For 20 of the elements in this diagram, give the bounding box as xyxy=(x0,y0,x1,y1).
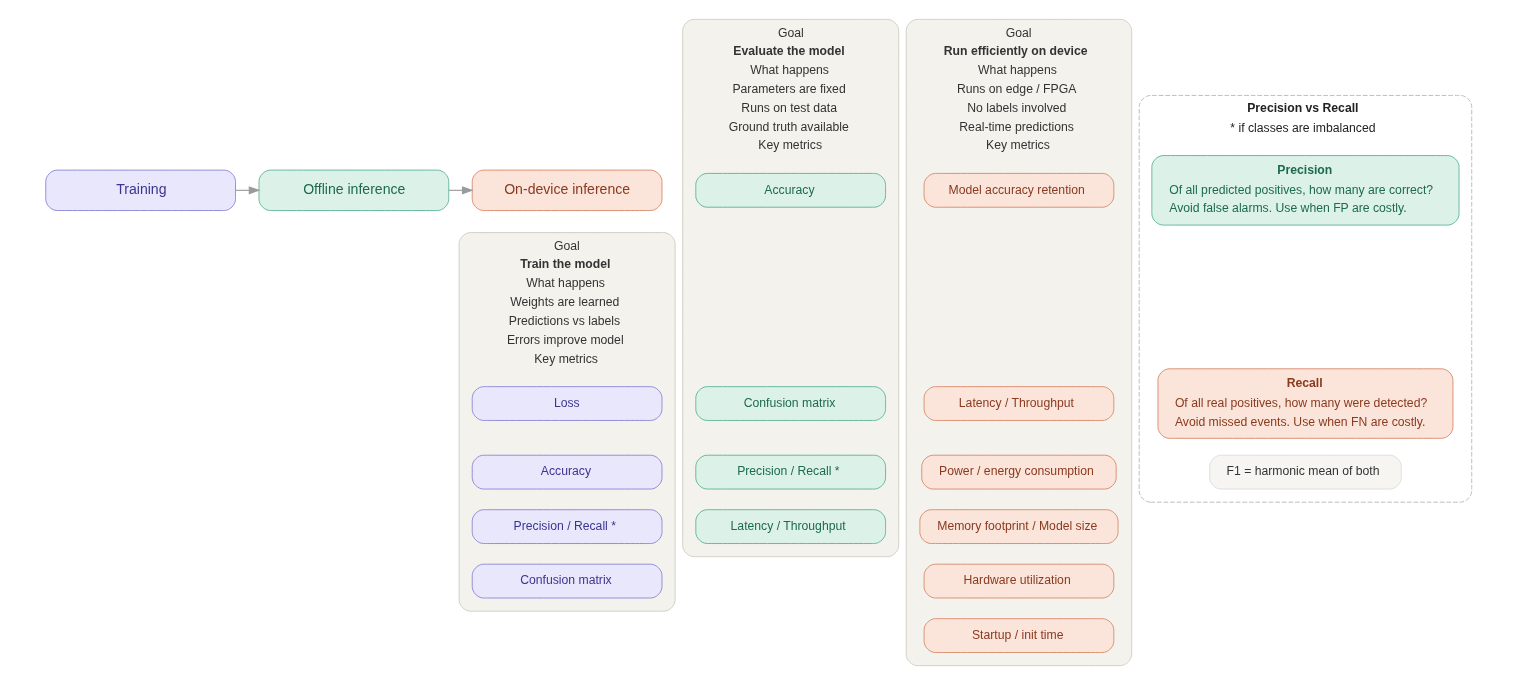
node-box: Training xyxy=(44,169,236,211)
node-box: Precision Of all predicted positives, how many are correct? Avoid false alarms. Use when FP are costly. xyxy=(1150,155,1459,226)
node-box: Power / energy consumption xyxy=(920,454,1117,490)
node-box: Recall Of all real positives, how many were detected? Avoid missed events. Use when FN are costly. xyxy=(1157,368,1453,439)
node-box: Hardware utilization xyxy=(923,563,1114,599)
node-box: Accuracy xyxy=(694,172,886,208)
node-box: Latency / Throughput xyxy=(923,386,1114,421)
node-box: Model accuracy retention xyxy=(923,172,1114,208)
node-box: Confusion matrix xyxy=(694,386,886,421)
node-box: Precision / Recall * xyxy=(694,454,886,490)
node-box: Memory footprint / Model size xyxy=(918,509,1118,544)
node-box: Accuracy xyxy=(471,454,662,490)
node-box: Startup / init time xyxy=(923,618,1114,653)
node-box: Offline inference xyxy=(258,169,449,211)
node-box: Loss xyxy=(471,386,662,421)
node-box: Precision / Recall * xyxy=(471,509,662,544)
node-box: Latency / Throughput xyxy=(694,509,886,544)
node-box: On-device inference xyxy=(471,169,662,211)
node-box: F1 = harmonic mean of both xyxy=(1208,454,1402,490)
node-box: Confusion matrix xyxy=(471,563,662,599)
